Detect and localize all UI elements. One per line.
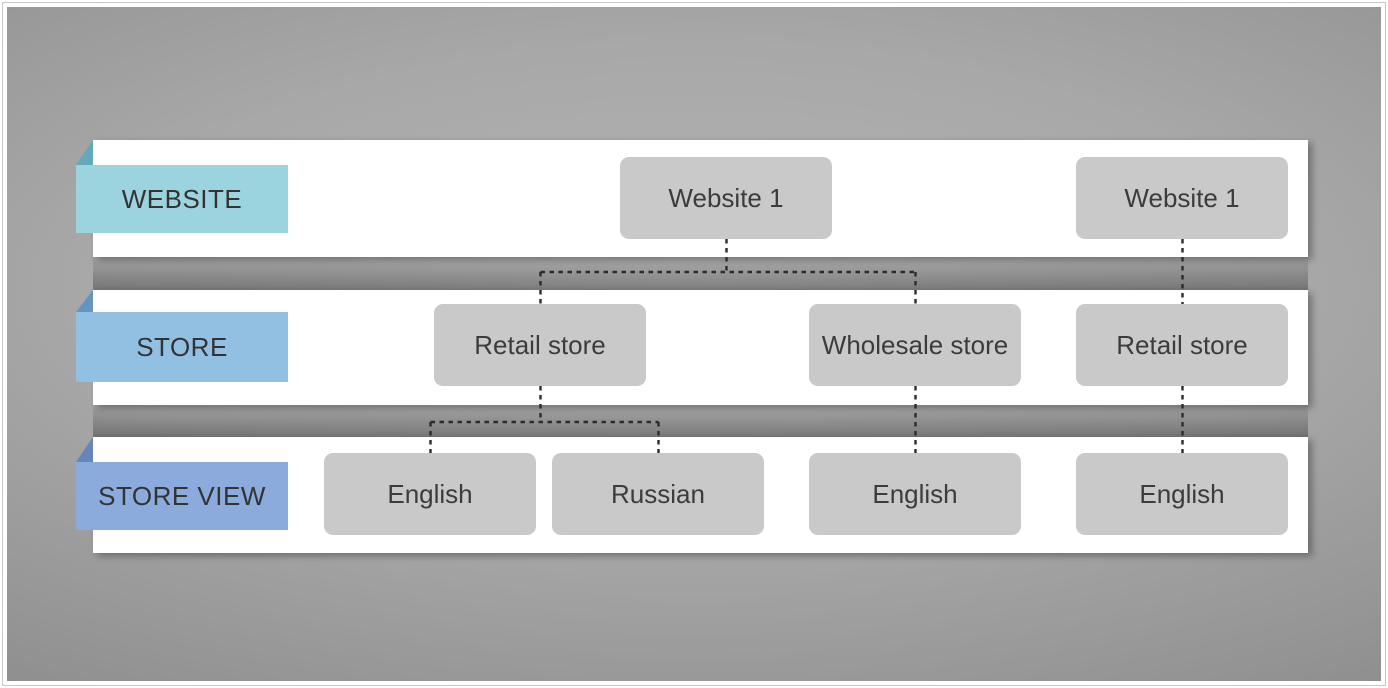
store-ribbon: STORE xyxy=(76,312,288,382)
store-ribbon-label: STORE xyxy=(136,331,228,362)
band-gap-shadow-1 xyxy=(93,257,1308,290)
store-view-ribbon-label: STORE VIEW xyxy=(98,480,266,511)
node-retail-store-left: Retail store xyxy=(434,304,646,386)
store-view-ribbon: STORE VIEW xyxy=(76,462,288,530)
website-ribbon: WEBSITE xyxy=(76,165,288,233)
node-website-1-left: Website 1 xyxy=(620,157,832,239)
node-store-view-english-1: English xyxy=(324,453,536,535)
node-retail-store-right: Retail store xyxy=(1076,304,1288,386)
node-wholesale-store: Wholesale store xyxy=(809,304,1021,386)
node-store-view-english-2: English xyxy=(809,453,1021,535)
band-gap-shadow-2 xyxy=(93,405,1308,437)
node-website-1-right: Website 1 xyxy=(1076,157,1288,239)
node-store-view-russian: Russian xyxy=(552,453,764,535)
node-store-view-english-3: English xyxy=(1076,453,1288,535)
website-ribbon-label: WEBSITE xyxy=(121,183,243,214)
